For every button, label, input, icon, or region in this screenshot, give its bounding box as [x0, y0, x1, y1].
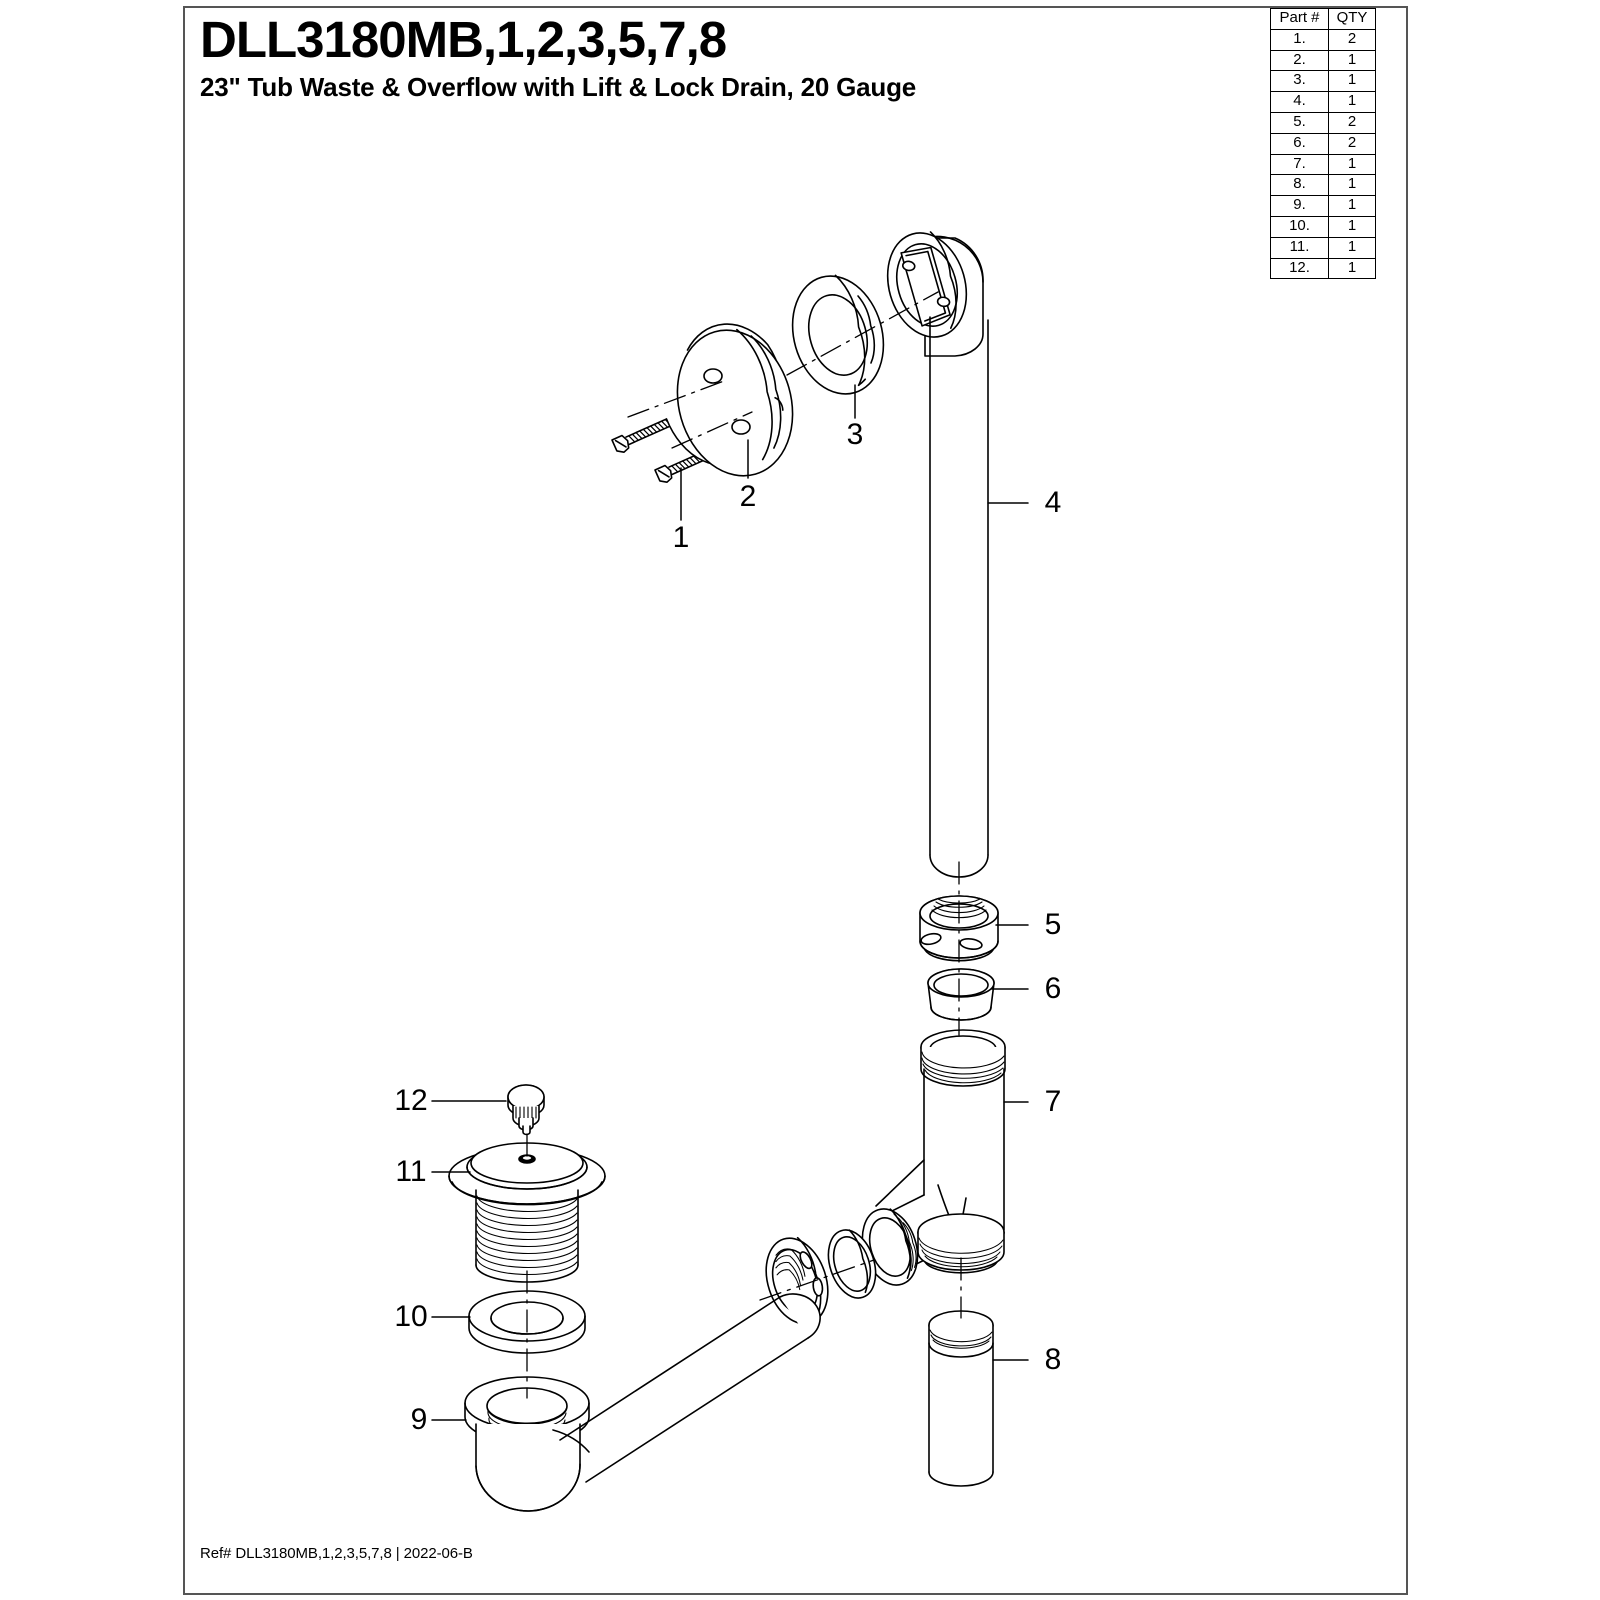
part-number-cell: 6. [1270, 132, 1329, 155]
qty-cell: 1 [1328, 236, 1376, 259]
qty-cell: 1 [1328, 49, 1376, 72]
qty-cell: 2 [1328, 132, 1376, 155]
part-number-cell: 12. [1270, 257, 1329, 280]
part-number-cell: 5. [1270, 111, 1329, 134]
footer-reference: Ref# DLL3180MB,1,2,3,5,7,8 | 2022-06-B [200, 1545, 473, 1562]
table-row: 9.1 [1270, 195, 1376, 217]
qty-cell: 1 [1328, 215, 1376, 238]
callout-12: 12 [394, 1084, 428, 1117]
qty-cell: 1 [1328, 153, 1376, 176]
table-row: 3.1 [1270, 70, 1376, 93]
page-subtitle: 23" Tub Waste & Overflow with Lift & Loc… [200, 72, 917, 103]
part-number-cell: 9. [1270, 195, 1329, 217]
table-row: 12.1 [1270, 257, 1376, 280]
table-row: 7.1 [1270, 153, 1376, 176]
callout-9: 9 [410, 1403, 428, 1436]
callout-5: 5 [1044, 908, 1062, 941]
table-row: 2.1 [1270, 49, 1376, 72]
column-header-part: Part # [1270, 8, 1329, 30]
part-number-cell: 4. [1270, 91, 1329, 113]
qty-cell: 2 [1328, 111, 1376, 134]
qty-cell: 2 [1328, 28, 1376, 51]
column-header-qty: QTY [1328, 8, 1376, 30]
qty-cell: 1 [1328, 91, 1376, 113]
part-number-cell: 3. [1270, 70, 1329, 93]
table-row: 4.1 [1270, 91, 1376, 113]
callout-8: 8 [1044, 1343, 1062, 1376]
table-row: 10.1 [1270, 215, 1376, 238]
qty-cell: 1 [1328, 174, 1376, 197]
table-row: 11.1 [1270, 236, 1376, 259]
page-title: DLL3180MB,1,2,3,5,7,8 [200, 11, 727, 68]
callout-6: 6 [1044, 972, 1062, 1005]
table-header-row: Part # QTY [1270, 8, 1376, 30]
callout-3: 3 [846, 418, 864, 451]
part-number-cell: 11. [1270, 236, 1329, 259]
table-row: 5.2 [1270, 111, 1376, 134]
part-number-cell: 2. [1270, 49, 1329, 72]
callout-10: 10 [394, 1300, 428, 1333]
drawing-frame [183, 6, 1408, 1595]
callout-1: 1 [672, 521, 690, 554]
qty-cell: 1 [1328, 70, 1376, 93]
part-number-cell: 7. [1270, 153, 1329, 176]
title-block: DLL3180MB,1,2,3,5,7,8 23" Tub Waste & Ov… [200, 11, 1200, 103]
callout-2: 2 [739, 480, 757, 513]
qty-cell: 1 [1328, 257, 1376, 280]
table-row: 6.2 [1270, 132, 1376, 155]
part-number-cell: 10. [1270, 215, 1329, 238]
callout-4: 4 [1044, 486, 1062, 519]
part-number-cell: 8. [1270, 174, 1329, 197]
callout-7: 7 [1044, 1085, 1062, 1118]
table-row: 8.1 [1270, 174, 1376, 197]
callout-11: 11 [395, 1155, 427, 1188]
qty-cell: 1 [1328, 195, 1376, 217]
table-row: 1.2 [1270, 28, 1376, 51]
part-number-cell: 1. [1270, 28, 1329, 51]
